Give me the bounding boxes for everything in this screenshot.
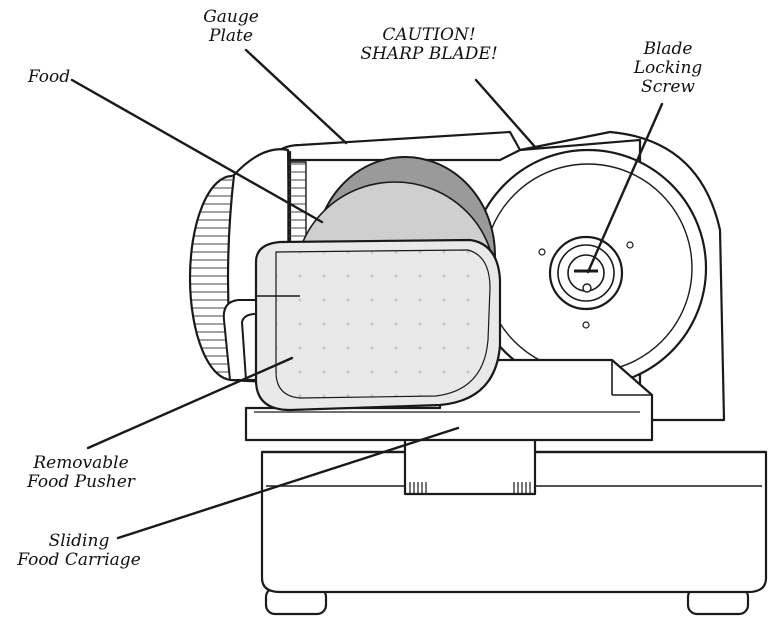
label-gauge-plate: Gauge Plate (203, 7, 259, 46)
leader-pusher (86, 356, 294, 450)
slicer-body (188, 130, 768, 616)
base-housing (260, 450, 768, 594)
label-food: Food (27, 67, 71, 87)
pusher-handle (222, 299, 257, 381)
gear-teeth-right (513, 482, 531, 494)
leader-food (70, 78, 324, 224)
leader-blade-screw (586, 102, 664, 274)
label-blade-locking-screw: Blade Locking Screw (633, 39, 703, 97)
label-caution-sharp-blade: CAUTION! SHARP BLADE! (360, 25, 498, 64)
label-removable-food-pusher: Removable Food Pusher (27, 453, 135, 492)
gear-teeth-left (409, 482, 427, 494)
top-housing (266, 130, 522, 162)
leader-lines (70, 48, 664, 540)
leader-caution (474, 78, 538, 150)
leader-carriage (116, 426, 460, 540)
label-sliding-food-carriage: Sliding Food Carriage (17, 531, 141, 570)
leader-gauge-plate (244, 48, 348, 145)
